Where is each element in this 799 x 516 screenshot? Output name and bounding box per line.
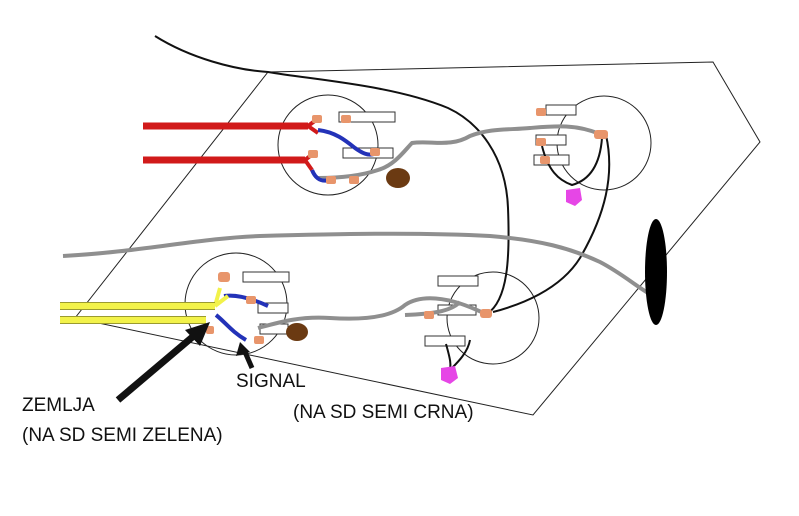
solder-lugs bbox=[206, 108, 608, 344]
zemlja-arrow bbox=[115, 322, 210, 403]
shielded-wire-main bbox=[62, 231, 661, 302]
pink-cap-top bbox=[566, 188, 582, 206]
zemlja-label: ZEMLJA bbox=[22, 395, 95, 416]
zemlja-note: (NA SD SEMI ZELENA) bbox=[22, 425, 223, 446]
red-hot-wires bbox=[143, 115, 322, 172]
output-jack bbox=[645, 219, 667, 325]
shielded-wire-bottom-right bbox=[404, 300, 462, 317]
pink-cap-bottom bbox=[441, 366, 458, 384]
signal-arrow bbox=[236, 342, 255, 370]
terminal-boxes bbox=[242, 104, 577, 347]
pot-top-left bbox=[277, 94, 379, 196]
yellow-ground-wires bbox=[60, 287, 230, 324]
black-wire-right-pot bbox=[492, 134, 611, 313]
capacitor-top bbox=[386, 168, 410, 188]
capacitor-bottom bbox=[286, 323, 308, 341]
shielded-wire-top bbox=[317, 124, 601, 180]
pot-bottom-right bbox=[446, 271, 540, 365]
signal-note: (NA SD SEMI CRNA) bbox=[293, 402, 474, 423]
signal-label: SIGNAL bbox=[236, 371, 306, 392]
shielded-wire-bottom bbox=[257, 296, 488, 330]
yellow-wire-edges bbox=[60, 302, 215, 324]
black-ground-wire bbox=[154, 35, 510, 315]
